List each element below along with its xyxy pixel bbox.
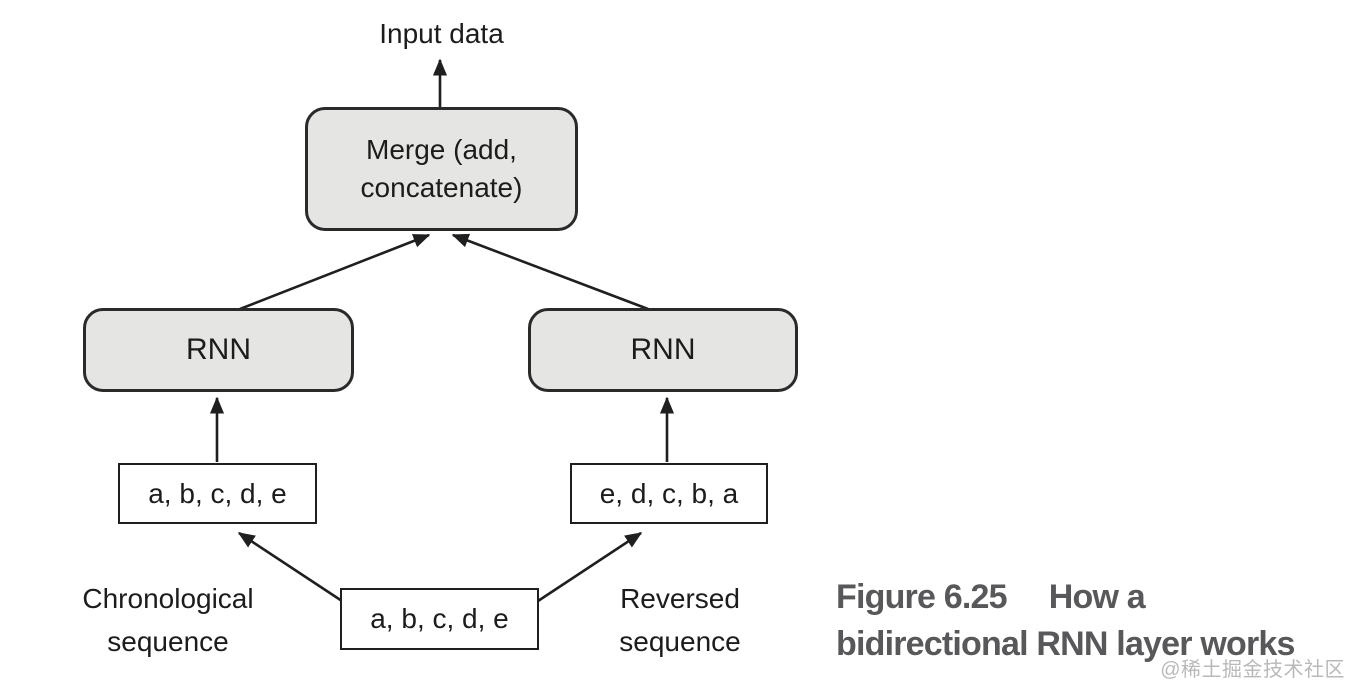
rnn-right-node: RNN bbox=[528, 308, 798, 392]
figure-caption: Figure 6.25 How a bidirectional RNN layer… bbox=[836, 574, 1360, 668]
chronological-sequence-label: Chronological sequence bbox=[82, 583, 254, 657]
reversed-sequence-node: e, d, c, b, a bbox=[570, 463, 768, 524]
arrow-rnn-left-to-merge bbox=[239, 233, 431, 311]
input-data-label: Input data bbox=[379, 18, 504, 49]
watermark-text: @稀土掘金技术社区 bbox=[1160, 659, 1345, 681]
chronological-sequence-node: a, b, c, d, e bbox=[118, 463, 317, 524]
merge-node: Merge (add, concatenate) bbox=[305, 107, 578, 231]
figure-number: Figure 6.25 bbox=[836, 578, 1008, 616]
figure-caption-line1-text: How a bbox=[1048, 578, 1146, 616]
arrow-rnn-right-to-merge bbox=[451, 233, 649, 311]
input-sequence-node: a, b, c, d, e bbox=[340, 588, 539, 650]
reversed-sequence-label: Reversed sequence bbox=[619, 583, 741, 657]
figure-caption-line2: bidirectional RNN layer works bbox=[836, 625, 1295, 663]
rnn-left-node: RNN bbox=[83, 308, 354, 392]
figure-caption-line1: Figure 6.25 How a bbox=[836, 574, 1360, 621]
